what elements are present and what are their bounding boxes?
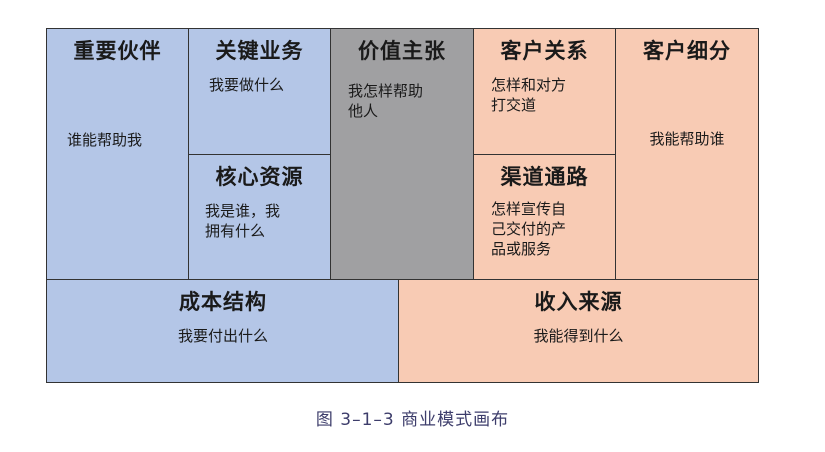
key-activities-title: 关键业务 xyxy=(215,39,304,63)
key-resources-title: 核心资源 xyxy=(215,165,304,189)
channels-title: 渠道通路 xyxy=(500,165,589,189)
revenue-streams-block: 收入来源 我能得到什么 xyxy=(398,279,759,383)
figure-caption: 图 3–1–3 商业模式画布 xyxy=(315,410,510,430)
key-partners-block: 重要伙伴 谁能帮助我 xyxy=(46,28,189,280)
business-model-canvas: 重要伙伴 谁能帮助我 关键业务 我要做什么 核心资源 我是谁，我 拥有什么 价值… xyxy=(46,28,759,383)
key-partners-title: 重要伙伴 xyxy=(73,39,162,63)
key-activities-desc: 我要做什么 xyxy=(209,76,285,94)
channels-desc: 怎样宣传自 己交付的产 品或服务 xyxy=(491,200,567,258)
cost-structure-title: 成本结构 xyxy=(179,290,267,314)
value-propositions-title: 价值主张 xyxy=(358,39,446,63)
customer-segments-block: 客户细分 我能帮助谁 xyxy=(615,28,759,280)
customer-relationships-block: 客户关系 怎样和对方 打交道 xyxy=(473,28,616,155)
revenue-streams-desc: 我能得到什么 xyxy=(533,327,624,345)
value-propositions-block: 价值主张 我怎样帮助 他人 xyxy=(330,28,474,280)
customer-relationships-title: 客户关系 xyxy=(500,39,589,63)
value-propositions-desc: 我怎样帮助 他人 xyxy=(348,82,424,120)
customer-segments-title: 客户细分 xyxy=(643,39,731,63)
key-resources-desc: 我是谁，我 拥有什么 xyxy=(205,202,281,240)
key-activities-block: 关键业务 我要做什么 xyxy=(188,28,331,155)
key-partners-desc: 谁能帮助我 xyxy=(67,131,143,149)
cost-structure-desc: 我要付出什么 xyxy=(177,327,268,345)
cost-structure-block: 成本结构 我要付出什么 xyxy=(46,279,399,383)
customer-segments-desc: 我能帮助谁 xyxy=(649,130,725,148)
channels-block: 渠道通路 怎样宣传自 己交付的产 品或服务 xyxy=(473,154,616,280)
revenue-streams-title: 收入来源 xyxy=(534,290,623,314)
key-resources-block: 核心资源 我是谁，我 拥有什么 xyxy=(188,154,331,280)
customer-relationships-desc: 怎样和对方 打交道 xyxy=(491,76,567,114)
